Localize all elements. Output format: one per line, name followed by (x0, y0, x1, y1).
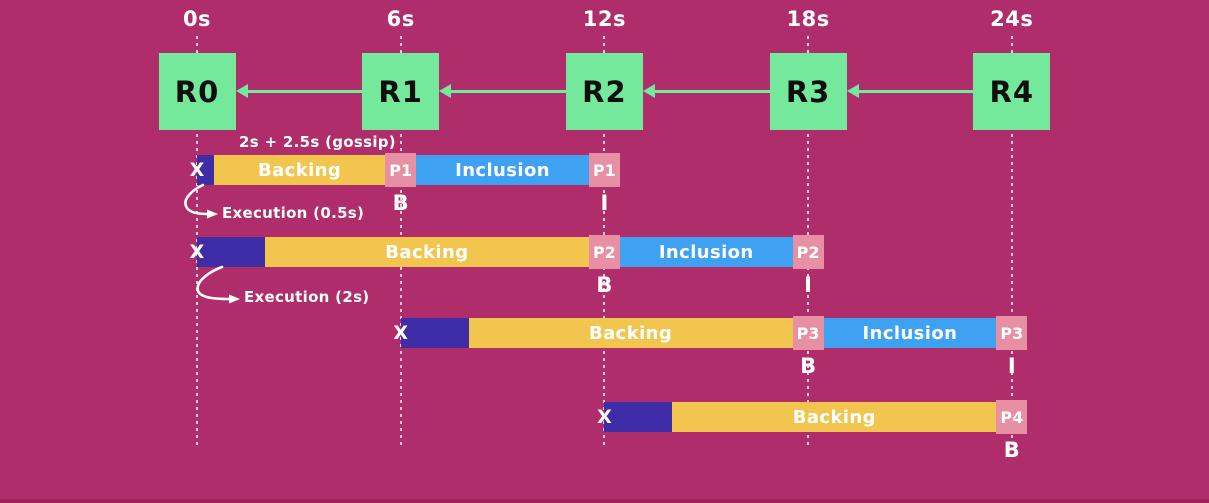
left-arrowhead-icon (642, 84, 655, 98)
relay-arrow (642, 84, 770, 99)
backed-marker: B (800, 354, 817, 378)
execution-note: Execution (2s) (244, 288, 370, 306)
execution-segment (400, 318, 469, 348)
backing-segment: Backing (264, 237, 589, 267)
start-marker: X (189, 241, 205, 263)
execution-note-arrow-icon (179, 183, 227, 221)
execution-note-arrow-icon (181, 265, 243, 307)
axis-tick-label: 24s (990, 7, 1034, 31)
parablock-chip: P2 (792, 235, 824, 269)
arrow-line (448, 90, 566, 93)
relay-block: R2 (565, 53, 643, 130)
left-arrowhead-icon (235, 84, 248, 98)
axis-tick-label: 0s (182, 7, 212, 31)
inclusion-segment: Inclusion (416, 155, 589, 185)
included-marker: I (804, 273, 812, 297)
arrow-line (651, 90, 770, 93)
execution-segment (197, 155, 214, 185)
start-marker: X (597, 406, 612, 428)
relay-block: R3 (769, 53, 847, 130)
left-arrowhead-icon (846, 84, 859, 98)
inclusion-segment: Inclusion (619, 237, 793, 267)
backed-marker: B (392, 191, 409, 215)
backing-segment: Backing (213, 155, 386, 185)
start-marker: X (189, 159, 205, 181)
bottom-edge (0, 499, 1209, 503)
axis-tick-label: 6s (386, 7, 415, 31)
parablock-chip: P3 (996, 316, 1028, 350)
relay-arrow (846, 84, 974, 99)
relay-arrow (235, 84, 363, 99)
arrow-line (855, 90, 974, 93)
execution-note: Execution (0.5s) (222, 204, 365, 222)
relay-block: R4 (973, 53, 1051, 130)
backed-marker: B (596, 273, 613, 297)
relay-block: R1 (362, 53, 440, 130)
axis-tick-label: 18s (786, 7, 830, 31)
parablock-chip: P2 (588, 235, 620, 269)
backing-segment: Backing (468, 318, 793, 348)
parablock-chip: P4 (996, 400, 1028, 434)
parablock-chip: P1 (385, 153, 417, 187)
inclusion-segment: Inclusion (823, 318, 997, 348)
backing-note: 2s + 2.5s (gossip) (238, 133, 396, 151)
relay-block: R0 (158, 53, 236, 130)
relay-arrow (439, 84, 566, 99)
included-marker: I (600, 191, 609, 215)
start-marker: X (393, 322, 409, 344)
included-marker: I (1007, 354, 1016, 378)
parablock-chip: P3 (792, 316, 824, 350)
execution-segment (197, 237, 265, 267)
arrow-line (244, 90, 363, 93)
left-arrowhead-icon (439, 84, 452, 98)
gridline (1010, 36, 1013, 445)
backed-marker: B (1003, 438, 1020, 462)
execution-segment (604, 402, 673, 432)
axis-tick-label: 12s (582, 7, 626, 31)
backing-segment: Backing (672, 402, 997, 432)
parablock-chip: P1 (588, 153, 620, 187)
